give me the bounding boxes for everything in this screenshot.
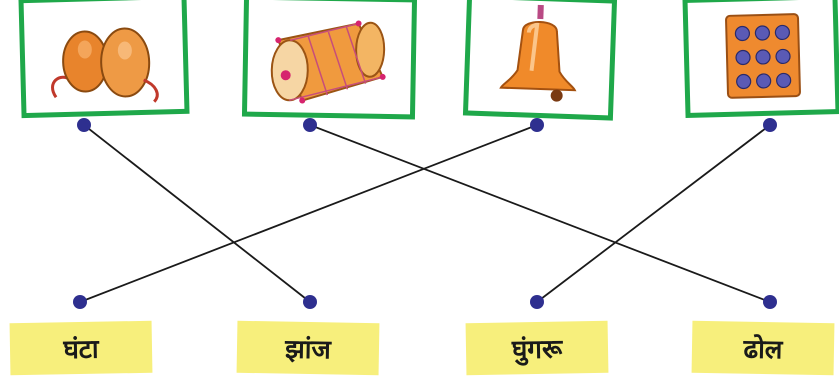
label-jhanjh-text: झांज	[284, 334, 332, 366]
bell-icon	[499, 4, 577, 102]
cymbals-icon	[51, 27, 159, 103]
match-line-drum	[309, 124, 771, 303]
label-dhol: ढोल	[691, 320, 835, 376]
top-dot-bell[interactable]	[530, 118, 544, 132]
label-dhol-text: ढोल	[743, 334, 783, 366]
label-ghanta-text: घंटा	[63, 334, 99, 366]
match-line-bell	[79, 124, 538, 303]
image-frame-bell	[462, 0, 618, 121]
bottom-dot-3[interactable]	[530, 295, 544, 309]
drum-icon	[270, 20, 386, 104]
top-dot-cymbals[interactable]	[77, 118, 91, 132]
bottom-dot-1[interactable]	[73, 295, 87, 309]
label-ghungroo: घुंगरू	[465, 320, 609, 376]
top-dot-ankle-bells[interactable]	[763, 118, 777, 132]
image-frame-cymbals	[18, 0, 190, 119]
top-dot-drum[interactable]	[303, 118, 317, 132]
label-ghungroo-text: घुंगरू	[511, 334, 563, 366]
ankle-bells-icon	[725, 13, 801, 99]
bottom-dot-2[interactable]	[303, 295, 317, 309]
match-line-ankle-bells	[536, 124, 771, 303]
match-line-cymbals	[83, 124, 311, 303]
label-ghanta: घंटा	[9, 320, 153, 376]
label-jhanjh: झांज	[236, 320, 380, 376]
image-frame-drum	[241, 0, 418, 120]
bottom-dot-4[interactable]	[763, 295, 777, 309]
image-frame-ankle-bells	[682, 0, 839, 119]
